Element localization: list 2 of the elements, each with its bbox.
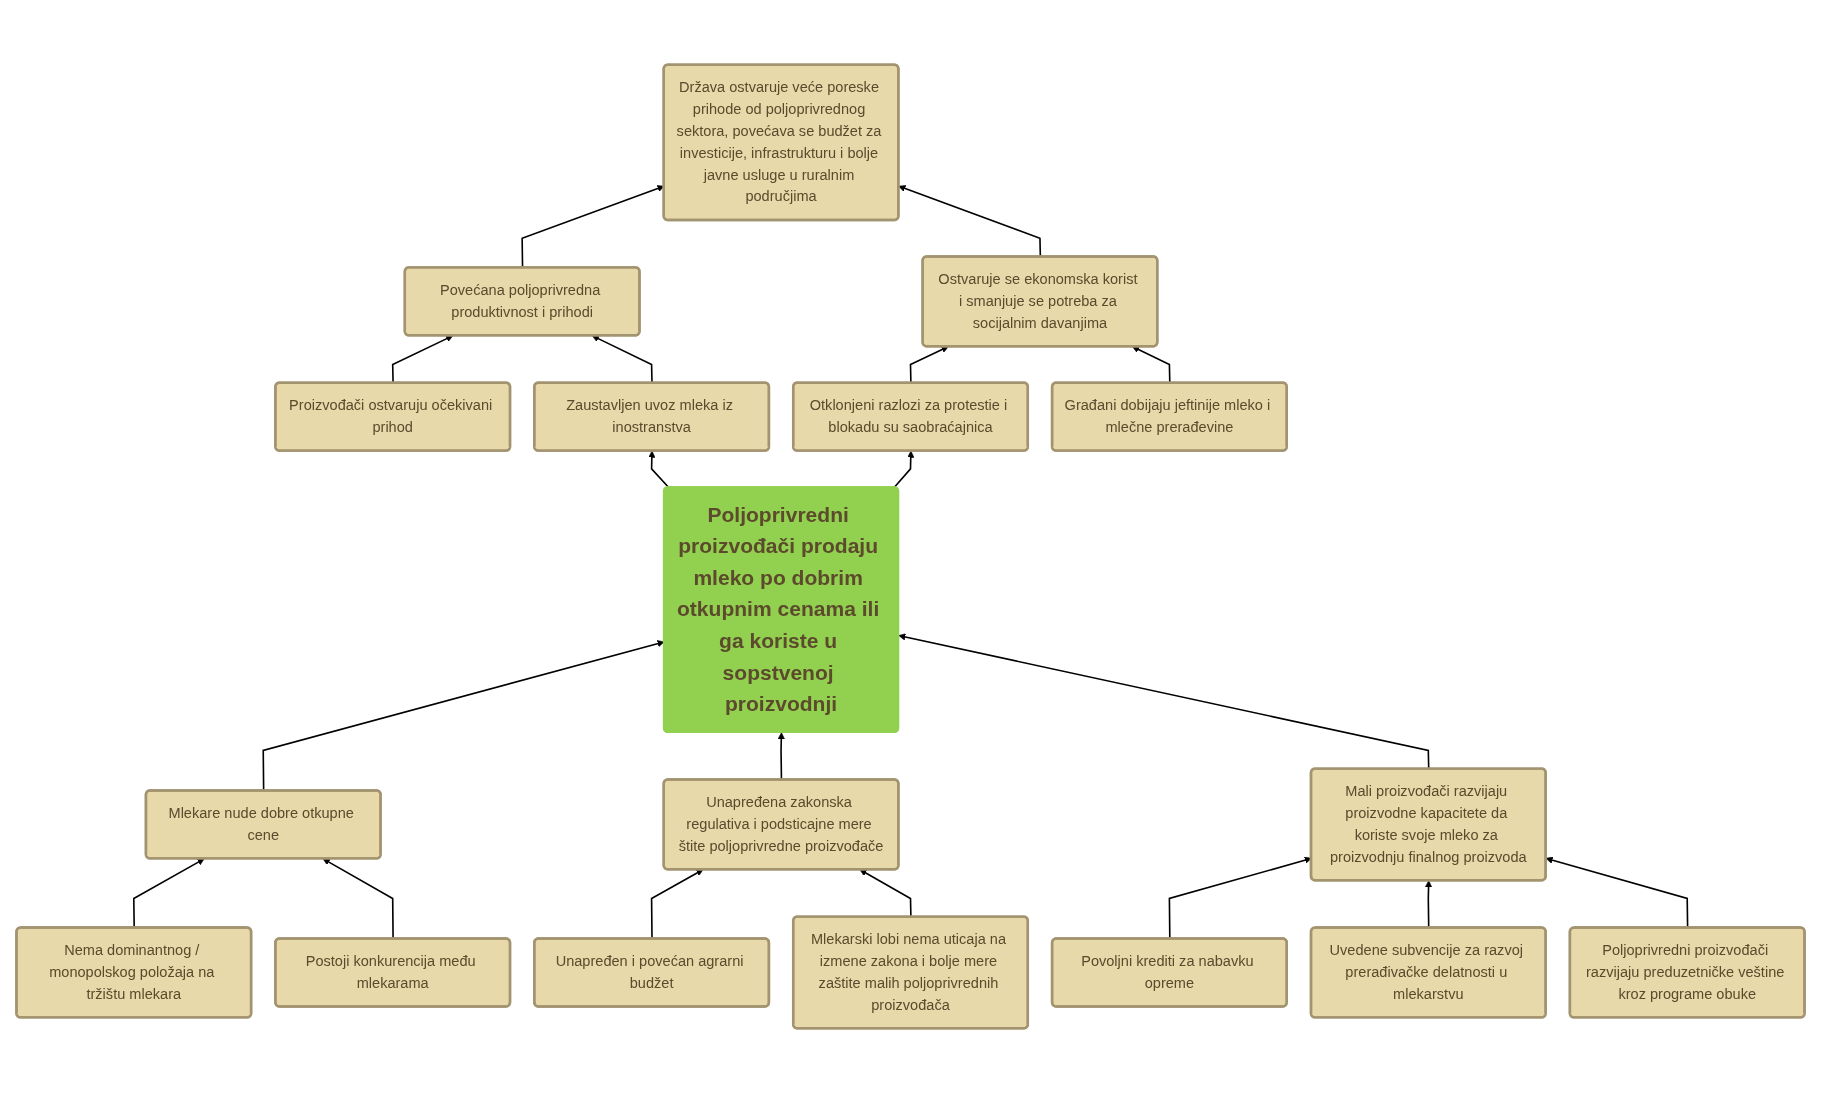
- arrow: [648, 450, 670, 489]
- arrow: [893, 450, 915, 489]
